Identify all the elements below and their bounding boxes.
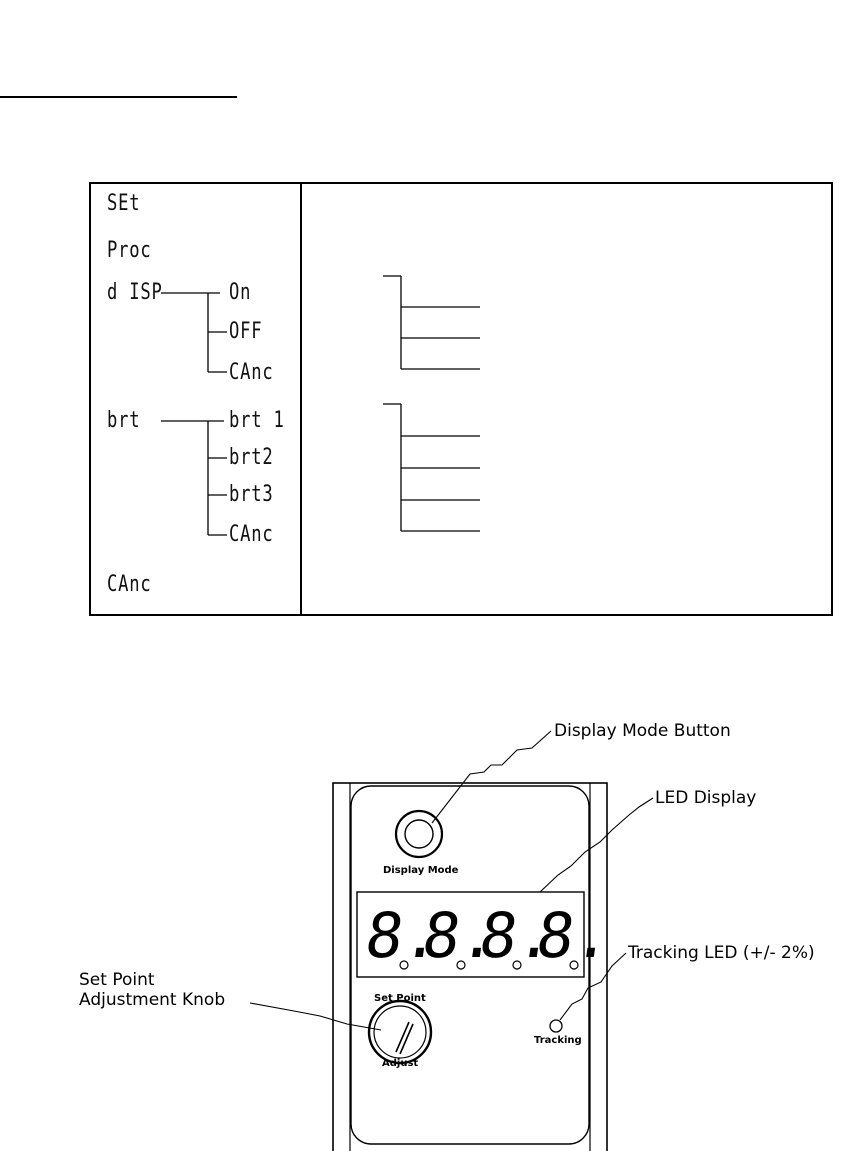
callout-display-mode-button: Display Mode Button bbox=[554, 721, 731, 741]
digit-1-decimal bbox=[399, 960, 409, 970]
leader-set-point-knob bbox=[249, 1002, 382, 1031]
leader-led-display bbox=[539, 797, 654, 893]
submenu-brt-1: brt 1 bbox=[229, 408, 285, 433]
display-mode-label: Display Mode bbox=[383, 865, 459, 876]
menu-item-canc: CAnc bbox=[107, 572, 152, 597]
menu-column-divider bbox=[300, 182, 302, 616]
menu-structure-table bbox=[89, 182, 833, 616]
callout-tracking-led: Tracking LED (+/- 2%) bbox=[628, 943, 815, 963]
menu-item-brt: brt bbox=[107, 408, 141, 433]
callout-set-point-line-2: Adjustment Knob bbox=[79, 990, 226, 1010]
menu-item-proc: Proc bbox=[107, 238, 152, 263]
panel-outer-frame bbox=[332, 782, 608, 1151]
submenu-disp-canc: CAnc bbox=[229, 360, 274, 385]
leader-display-mode-button bbox=[431, 730, 552, 824]
digit-2-decimal bbox=[456, 960, 466, 970]
display-mode-button bbox=[404, 819, 434, 849]
submenu-brt-2: brt2 bbox=[229, 445, 274, 470]
display-mode-button-ring bbox=[394, 809, 444, 859]
leader-tracking-led bbox=[559, 952, 627, 1021]
digit-3-decimal bbox=[512, 960, 522, 970]
menu-item-set: SEt bbox=[107, 191, 141, 216]
led-display-window bbox=[356, 891, 585, 978]
panel-faceplate bbox=[350, 785, 590, 1145]
callout-set-point-line-1: Set Point bbox=[79, 970, 155, 990]
submenu-brt-3: brt3 bbox=[229, 482, 274, 507]
header-rule bbox=[0, 96, 237, 98]
tracking-label: Tracking bbox=[534, 1035, 582, 1046]
submenu-disp-off: OFF bbox=[229, 319, 263, 344]
adjust-label: Adjust bbox=[382, 1058, 419, 1069]
set-point-knob-ring bbox=[367, 999, 433, 1065]
menu-item-disp: d ISP bbox=[107, 280, 163, 305]
tracking-led bbox=[549, 1019, 563, 1033]
digit-4-decimal bbox=[569, 960, 579, 970]
set-point-knob-indicator-b bbox=[399, 1023, 414, 1055]
set-point-knob-indicator-a bbox=[395, 1021, 410, 1053]
set-point-label: Set Point bbox=[374, 993, 426, 1004]
set-point-knob bbox=[373, 1005, 427, 1059]
submenu-disp-on: On bbox=[229, 280, 252, 305]
submenu-brt-canc: CAnc bbox=[229, 522, 274, 547]
led-digit-4: 8. bbox=[531, 899, 617, 972]
callout-led-display: LED Display bbox=[655, 788, 757, 808]
